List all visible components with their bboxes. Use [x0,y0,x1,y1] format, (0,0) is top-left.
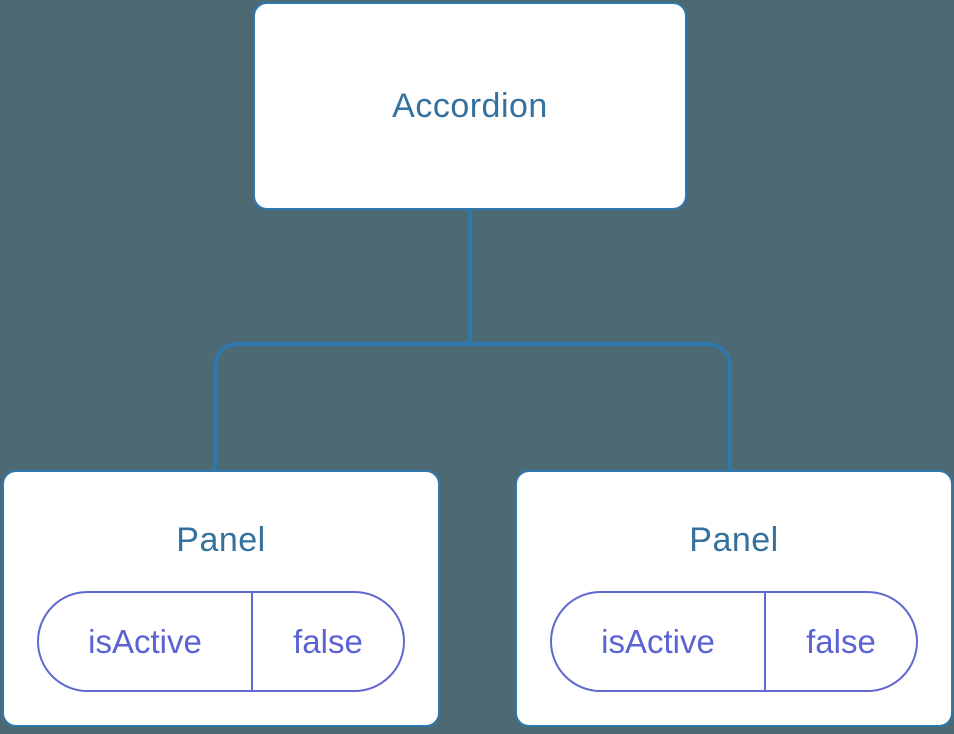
state-value: false [806,622,876,660]
state-pill: isActive false [37,591,405,692]
accordion-node: Accordion [253,2,687,210]
state-pill: isActive false [550,591,918,692]
panel-node-label: Panel [689,521,779,559]
children-connector-bracket [213,342,732,472]
state-name: isActive [39,593,253,690]
panel-node-right: Panel isActive false [515,470,953,727]
root-connector-line [468,209,472,344]
panel-node-left: Panel isActive false [2,470,440,727]
state-value: false [293,622,363,660]
panel-node-label: Panel [176,521,266,559]
state-name: isActive [552,593,766,690]
accordion-node-label: Accordion [392,87,548,125]
